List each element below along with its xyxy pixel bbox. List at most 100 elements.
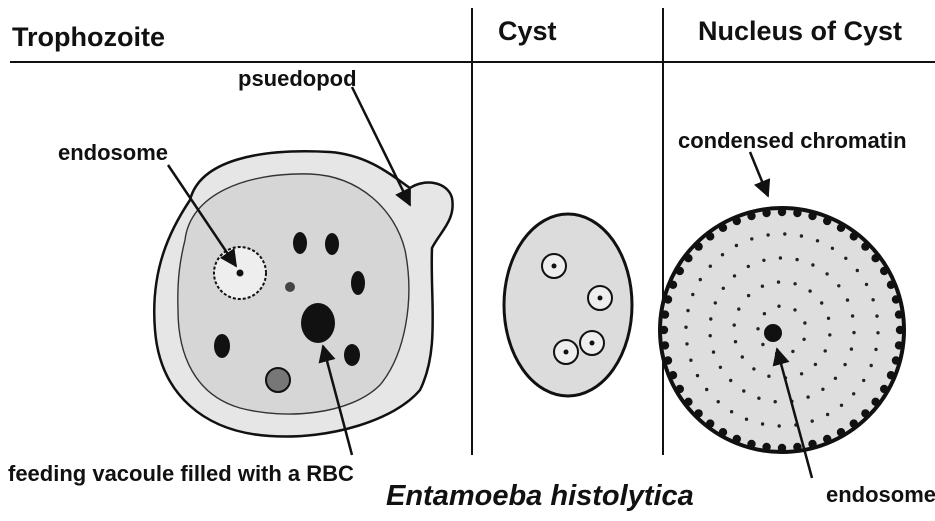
granule-dot xyxy=(696,374,699,377)
pseudopod-label: psuedopod xyxy=(238,66,357,91)
chromatin-bead xyxy=(684,398,692,406)
granule-dot xyxy=(733,274,736,277)
species-caption: Entamoeba histolytica xyxy=(386,480,694,512)
granule-dot xyxy=(778,424,781,427)
food-vacuole-ring xyxy=(266,368,290,392)
granule-dot xyxy=(870,364,873,367)
granule-dot xyxy=(721,253,724,256)
granule-dot xyxy=(811,263,814,266)
chromatin-arrow xyxy=(750,152,768,196)
granule-dot xyxy=(844,257,847,260)
granule-dot xyxy=(712,350,715,353)
chromatin-bead xyxy=(706,419,714,427)
granule-dot xyxy=(852,392,855,395)
chromatin-bead xyxy=(895,341,903,349)
granule-dot xyxy=(766,233,769,236)
nucleus-endosome xyxy=(764,324,782,342)
granule-dot xyxy=(686,309,689,312)
granule-dot xyxy=(722,287,725,290)
granule-dot xyxy=(850,347,853,350)
granule-dot xyxy=(824,349,827,352)
granule-dot xyxy=(814,363,817,366)
granule-dot xyxy=(793,308,796,311)
granule-dot xyxy=(874,348,877,351)
granule-dot xyxy=(831,247,834,250)
feeding-vacuole-label: feeding vacoule filled with a RBC xyxy=(8,461,354,486)
granule-dot xyxy=(742,389,745,392)
granule-dot xyxy=(684,326,687,329)
food-vacuole xyxy=(325,233,339,255)
nucleus-of-cyst-title: Nucleus of Cyst xyxy=(698,16,902,46)
chromatin-label: condensed chromatin xyxy=(678,128,907,153)
granule-dot xyxy=(820,301,823,304)
chromatin-bead xyxy=(837,428,845,436)
chromatin-bead xyxy=(747,440,755,448)
granule-dot xyxy=(734,340,737,343)
chromatin-bead xyxy=(661,310,669,318)
granule-dot xyxy=(750,237,753,240)
chromatin-bead xyxy=(733,435,741,443)
granule-dot xyxy=(800,372,803,375)
chromatin-bead xyxy=(706,232,714,240)
trophozoite-endosome xyxy=(237,270,244,277)
chromatin-bead xyxy=(837,224,845,232)
trophozoite-title: Trophozoite xyxy=(12,22,165,52)
granule-dot xyxy=(779,256,782,259)
granule-dot xyxy=(827,317,830,320)
granule-dot xyxy=(846,298,849,301)
chromatin-bead xyxy=(850,232,858,240)
chromatin-bead xyxy=(676,267,684,275)
granule-dot xyxy=(777,305,780,308)
chromatin-bead xyxy=(808,440,816,448)
chromatin-bead xyxy=(660,326,668,334)
granule-dot xyxy=(826,413,829,416)
chromatin-bead xyxy=(892,356,900,364)
granule-dot xyxy=(761,285,764,288)
chromatin-bead xyxy=(895,310,903,318)
trophozoite-endosome-label: endosome xyxy=(58,140,168,165)
chromatin-bead xyxy=(719,224,727,232)
granule-dot xyxy=(783,232,786,235)
chromatin-bead xyxy=(861,409,869,417)
granule-dot xyxy=(795,258,798,261)
chromatin-bead xyxy=(762,209,770,217)
granule-dot xyxy=(834,377,837,380)
granule-dot xyxy=(735,244,738,247)
chromatin-bead xyxy=(664,295,672,303)
granule-dot xyxy=(825,272,828,275)
food-vacuole xyxy=(214,334,230,358)
granule-dot xyxy=(876,331,879,334)
chromatin-bead xyxy=(850,419,858,427)
chromatin-bead xyxy=(669,281,677,289)
small-granule xyxy=(285,282,295,292)
granule-dot xyxy=(774,400,777,403)
granule-dot xyxy=(747,265,750,268)
granule-dot xyxy=(806,395,809,398)
cyst-body xyxy=(504,214,632,396)
granule-dot xyxy=(685,342,688,345)
granule-dot xyxy=(763,312,766,315)
chromatin-bead xyxy=(861,242,869,250)
granule-dot xyxy=(741,355,744,358)
chromatin-bead xyxy=(778,444,786,452)
granule-dot xyxy=(699,278,702,281)
cyst-nucleus-endosome xyxy=(590,341,595,346)
granule-dot xyxy=(689,359,692,362)
chromatin-bead xyxy=(669,371,677,379)
chromatin-bead xyxy=(719,428,727,436)
granule-dot xyxy=(862,379,865,382)
chromatin-bead xyxy=(762,443,770,451)
chromatin-bead xyxy=(896,326,904,334)
granule-dot xyxy=(871,298,874,301)
chromatin-bead xyxy=(793,443,801,451)
granule-dot xyxy=(762,259,765,262)
cyst-nucleus-endosome xyxy=(552,264,557,269)
granule-dot xyxy=(733,323,736,326)
granule-dot xyxy=(875,314,878,317)
granule-dot xyxy=(777,280,780,283)
granule-dot xyxy=(800,234,803,237)
granule-dot xyxy=(865,283,868,286)
chromatin-bead xyxy=(880,385,888,393)
granule-dot xyxy=(709,334,712,337)
